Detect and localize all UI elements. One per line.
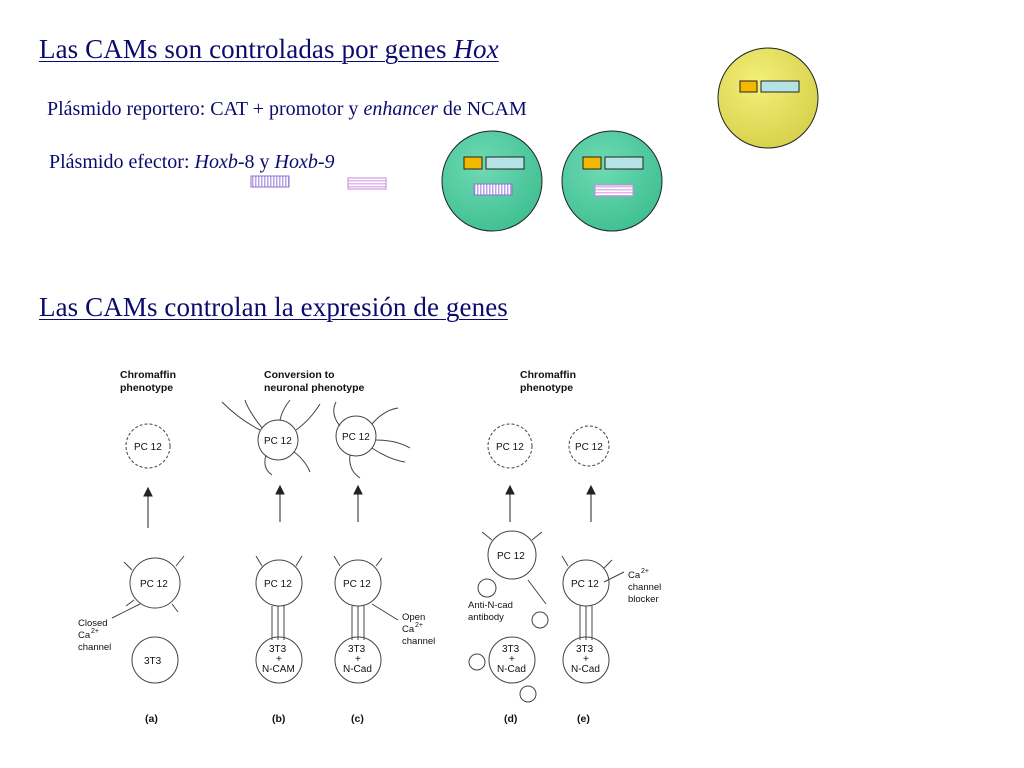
- effector-joiner: y: [254, 151, 275, 173]
- mid-cell-a-label: PC 12: [140, 579, 168, 590]
- bottom-cell-d-line3: N-Cad: [497, 664, 526, 675]
- bottom-cell-a: [131, 636, 179, 684]
- mid-cell-b-label: PC 12: [264, 579, 292, 590]
- channel-stub: [123, 531, 613, 613]
- mid-cell-d: [487, 530, 537, 580]
- panel-d: (d): [504, 713, 517, 725]
- heading-cam-expression: Las CAMs controlan la expresión de genes: [39, 292, 508, 322]
- cat-box: [604, 156, 644, 170]
- closed-ca-superscript: 2+: [91, 628, 99, 635]
- label-chromaffin-right-2: phenotype: [520, 382, 573, 394]
- antibody-blob: [519, 685, 537, 703]
- effector-gene2: Hoxb-9: [274, 151, 335, 173]
- mid-cell-d-label: PC 12: [497, 551, 525, 562]
- hoxb9-box: [594, 184, 634, 197]
- neurite: [221, 399, 321, 476]
- bottom-cell-b-line2: +: [276, 654, 282, 665]
- bottom-cell-c-line1: 3T3: [348, 644, 366, 655]
- antibody-blob: [468, 653, 486, 671]
- mid-cell-a: [129, 557, 181, 609]
- top-cell-b: [257, 419, 299, 461]
- top-cell-e: [568, 425, 610, 467]
- blocker-label: blocker: [628, 594, 659, 605]
- bottom-cell-c: [334, 636, 382, 684]
- open-ca-label: Ca: [402, 624, 415, 635]
- promoter-box: [463, 156, 483, 170]
- reporter-text: Plásmido reportero: CAT + promotor y: [47, 98, 364, 120]
- label-conversion-1: Conversion to: [264, 369, 335, 381]
- panel-a: (a): [145, 713, 158, 725]
- label-chromaffin-left-1: Chromaffin: [120, 369, 176, 381]
- reporter-enhancer: enhancer: [363, 98, 438, 120]
- blocker-channel-label: channel: [628, 582, 661, 593]
- blocker-ca-superscript: 2+: [641, 568, 649, 575]
- closed-channel-label: channel: [78, 642, 111, 653]
- heading-hox-italic: Hox: [453, 34, 499, 64]
- panel-b: (b): [272, 713, 285, 725]
- antibody-label-2: antibody: [468, 612, 504, 623]
- top-cell-b-label: PC 12: [264, 436, 292, 447]
- closed-ca-label: Ca: [78, 630, 91, 641]
- antibody-label-1: Anti-N-cad: [468, 600, 513, 611]
- cat-box: [760, 80, 800, 93]
- pointer: [111, 571, 625, 621]
- heading-hox-control: Las CAMs son controladas por genes Hox: [39, 34, 499, 65]
- top-cell-c-label: PC 12: [342, 432, 370, 443]
- adhesion-link: [271, 606, 593, 640]
- reporter-cell: [717, 47, 819, 149]
- bottom-cell-c-line2: +: [355, 654, 361, 665]
- bottom-cell-d-line1: 3T3: [502, 644, 520, 655]
- effector-gene1-suffix: -8: [237, 151, 255, 173]
- top-cell-a-label: PC 12: [134, 442, 162, 453]
- top-cell-e-label: PC 12: [575, 442, 603, 453]
- effector-gene1: Hoxb: [194, 151, 238, 173]
- plasmid-schematic: [250, 47, 819, 232]
- hoxb8-box: [473, 183, 513, 196]
- bottom-cell-e: [562, 636, 610, 684]
- label-conversion-2: neuronal phenotype: [264, 382, 365, 394]
- bottom-cell-b: [255, 636, 303, 684]
- label-chromaffin-left-2: phenotype: [120, 382, 173, 394]
- mid-cell-b: [255, 559, 303, 607]
- antibody-blob: [477, 578, 497, 598]
- bottom-cell-e-line1: 3T3: [576, 644, 594, 655]
- bottom-cell-e-line3: N-Cad: [571, 664, 600, 675]
- panel-e: (e): [577, 713, 590, 725]
- blocker-ca-label: Ca: [628, 570, 641, 581]
- reporter-ncam: de NCAM: [437, 98, 527, 120]
- label-chromaffin-right-1: Chromaffin: [520, 369, 576, 381]
- cotransfected-cell-hoxb9: [561, 130, 663, 232]
- bottom-cell-d: [488, 636, 536, 684]
- heading-hox-text: Las CAMs son controladas por genes: [39, 34, 454, 64]
- top-cell-d-label: PC 12: [496, 442, 524, 453]
- bottom-cell-e-line2: +: [583, 654, 589, 665]
- open-ca-superscript: 2+: [415, 622, 423, 629]
- hoxb9-marker: [347, 177, 387, 190]
- open-label: Open: [402, 612, 425, 623]
- promoter-box: [582, 156, 602, 170]
- bottom-cell-b-line3: N-CAM: [262, 664, 295, 675]
- hoxb8-marker: [250, 175, 290, 188]
- bottom-cell-a-line1: 3T3: [144, 656, 162, 667]
- bottom-cell-d-line2: +: [509, 654, 515, 665]
- cotransfected-cell-hoxb8: [441, 130, 543, 232]
- cat-box: [485, 156, 525, 170]
- panel-c: (c): [351, 713, 364, 725]
- reporter-plasmid-line: Plásmido reportero: CAT + promotor y enh…: [47, 98, 527, 121]
- closed-label: Closed: [78, 618, 108, 629]
- open-channel-label: channel: [402, 636, 435, 647]
- promoter-box: [739, 80, 758, 93]
- bottom-cell-b-line1: 3T3: [269, 644, 287, 655]
- mid-cell-e-label: PC 12: [571, 579, 599, 590]
- antibody-blob: [531, 611, 549, 629]
- top-cell-a: [125, 423, 171, 469]
- top-cell-d: [487, 423, 533, 469]
- effector-text: Plásmido efector:: [49, 151, 195, 173]
- effector-plasmid-line: Plásmido efector: Hoxb-8 y Hoxb-9: [49, 151, 335, 174]
- neurite: [333, 401, 411, 479]
- top-cell-c: [335, 415, 377, 457]
- mid-cell-c-label: PC 12: [343, 579, 371, 590]
- bottom-cell-c-line3: N-Cad: [343, 664, 372, 675]
